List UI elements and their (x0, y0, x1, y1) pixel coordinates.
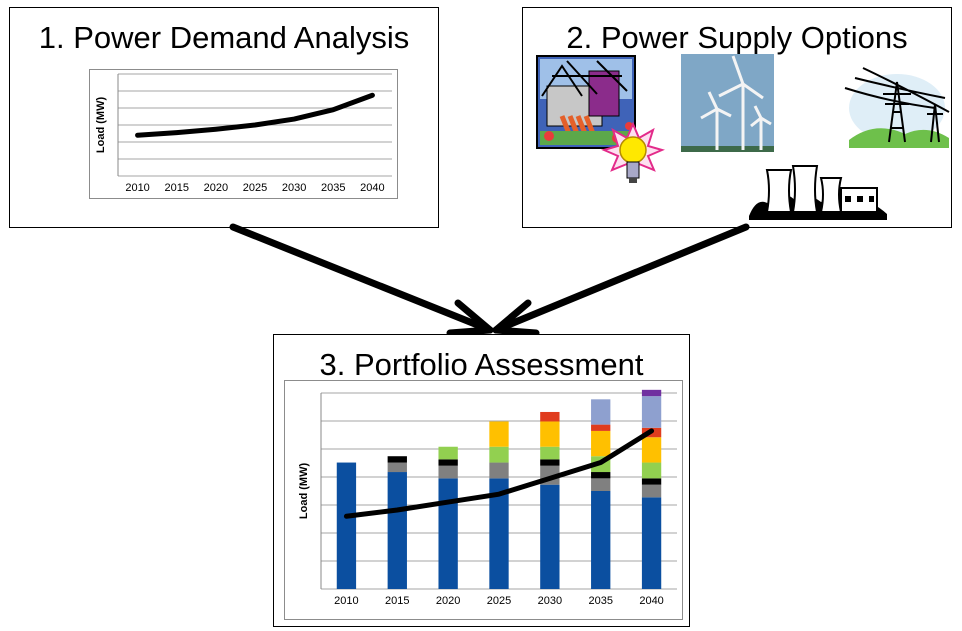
bar-segment (438, 465, 458, 479)
bar-segment (336, 462, 357, 589)
load-line (135, 92, 375, 138)
x-tick-label: 2015 (164, 182, 188, 194)
bar-segment (489, 446, 509, 463)
x-tick-label: 2025 (487, 595, 511, 607)
supply-icons (536, 54, 950, 220)
bar-segment (641, 478, 662, 485)
x-tick-label: 2030 (282, 182, 306, 194)
supply-options-box: 2. Power Supply Options (522, 7, 952, 228)
bar-segment (540, 484, 560, 589)
bar-segment (489, 462, 509, 479)
demand-analysis-title: 1. Power Demand Analysis (38, 20, 410, 55)
bar-segment (591, 430, 611, 457)
bar-segment (641, 484, 662, 498)
light-bulb-icon (601, 121, 665, 183)
bar-segment (591, 478, 611, 491)
bar-segment (641, 389, 662, 397)
wind-turbines-icon (681, 54, 774, 152)
x-tick-label: 2040 (639, 595, 663, 607)
bar-segment (591, 424, 611, 431)
portfolio-assessment-box: 3. Portfolio Assessment Load (MW) 2010 201… (273, 334, 690, 627)
demand-chart-frame: Load (MW) 2010 2015 2020 2025 2030 2035 2040 (89, 69, 398, 199)
bar-segment (591, 472, 611, 479)
bar-segment (641, 462, 662, 479)
bar-segment (387, 462, 407, 473)
bar-segment (641, 437, 662, 463)
portfolio-chart-frame: Load (MW) 2010 2015 2020 2025 2030 2035 2040 (284, 380, 683, 620)
bar-segment (641, 497, 662, 589)
x-tick-label: 2010 (125, 182, 149, 194)
bar-segment (591, 399, 611, 425)
x-tick-label: 2015 (385, 595, 409, 607)
x-tick-label: 2020 (204, 182, 228, 194)
x-tick-label: 2035 (588, 595, 612, 607)
bar-segment (438, 478, 458, 589)
bar-segment (641, 396, 662, 428)
x-tick-label: 2025 (243, 182, 267, 194)
bar-segment (387, 472, 407, 589)
bar-segment (591, 491, 611, 589)
supply-options-title: 2. Power Supply Options (566, 20, 908, 55)
demand-analysis-box: 1. Power Demand Analysis Load (MW) 2010 20… (9, 7, 439, 228)
nuclear-plant-icon (749, 165, 887, 220)
bar-segment (438, 446, 458, 460)
bar-segment (489, 421, 509, 447)
y-axis-label: Load (MW) (298, 463, 310, 520)
bar-segment (540, 421, 560, 447)
y-axis-label: Load (MW) (95, 97, 107, 154)
bar-segment (540, 446, 560, 460)
bar-segment (540, 411, 560, 422)
x-tick-label: 2020 (436, 595, 460, 607)
transmission-towers-icon (844, 67, 950, 148)
arrow-supply-to-portfolio (492, 223, 750, 337)
x-tick-label: 2030 (538, 595, 562, 607)
portfolio-assessment-title: 3. Portfolio Assessment (319, 347, 644, 382)
bar-segment (438, 459, 458, 466)
x-tick-label: 2010 (334, 595, 358, 607)
bar-segment (489, 478, 509, 589)
bar-segment (387, 456, 407, 463)
x-tick-label: 2035 (321, 182, 345, 194)
bar-segment (540, 459, 560, 466)
arrow-demand-to-portfolio (229, 223, 494, 337)
portfolio-chart: Load (MW) 2010 2015 2020 2025 2030 2035 2040 (298, 389, 677, 607)
demand-chart: Load (MW) 2010 2015 2020 2025 2030 2035 2040 (95, 73, 392, 194)
x-tick-label: 2040 (360, 182, 384, 194)
